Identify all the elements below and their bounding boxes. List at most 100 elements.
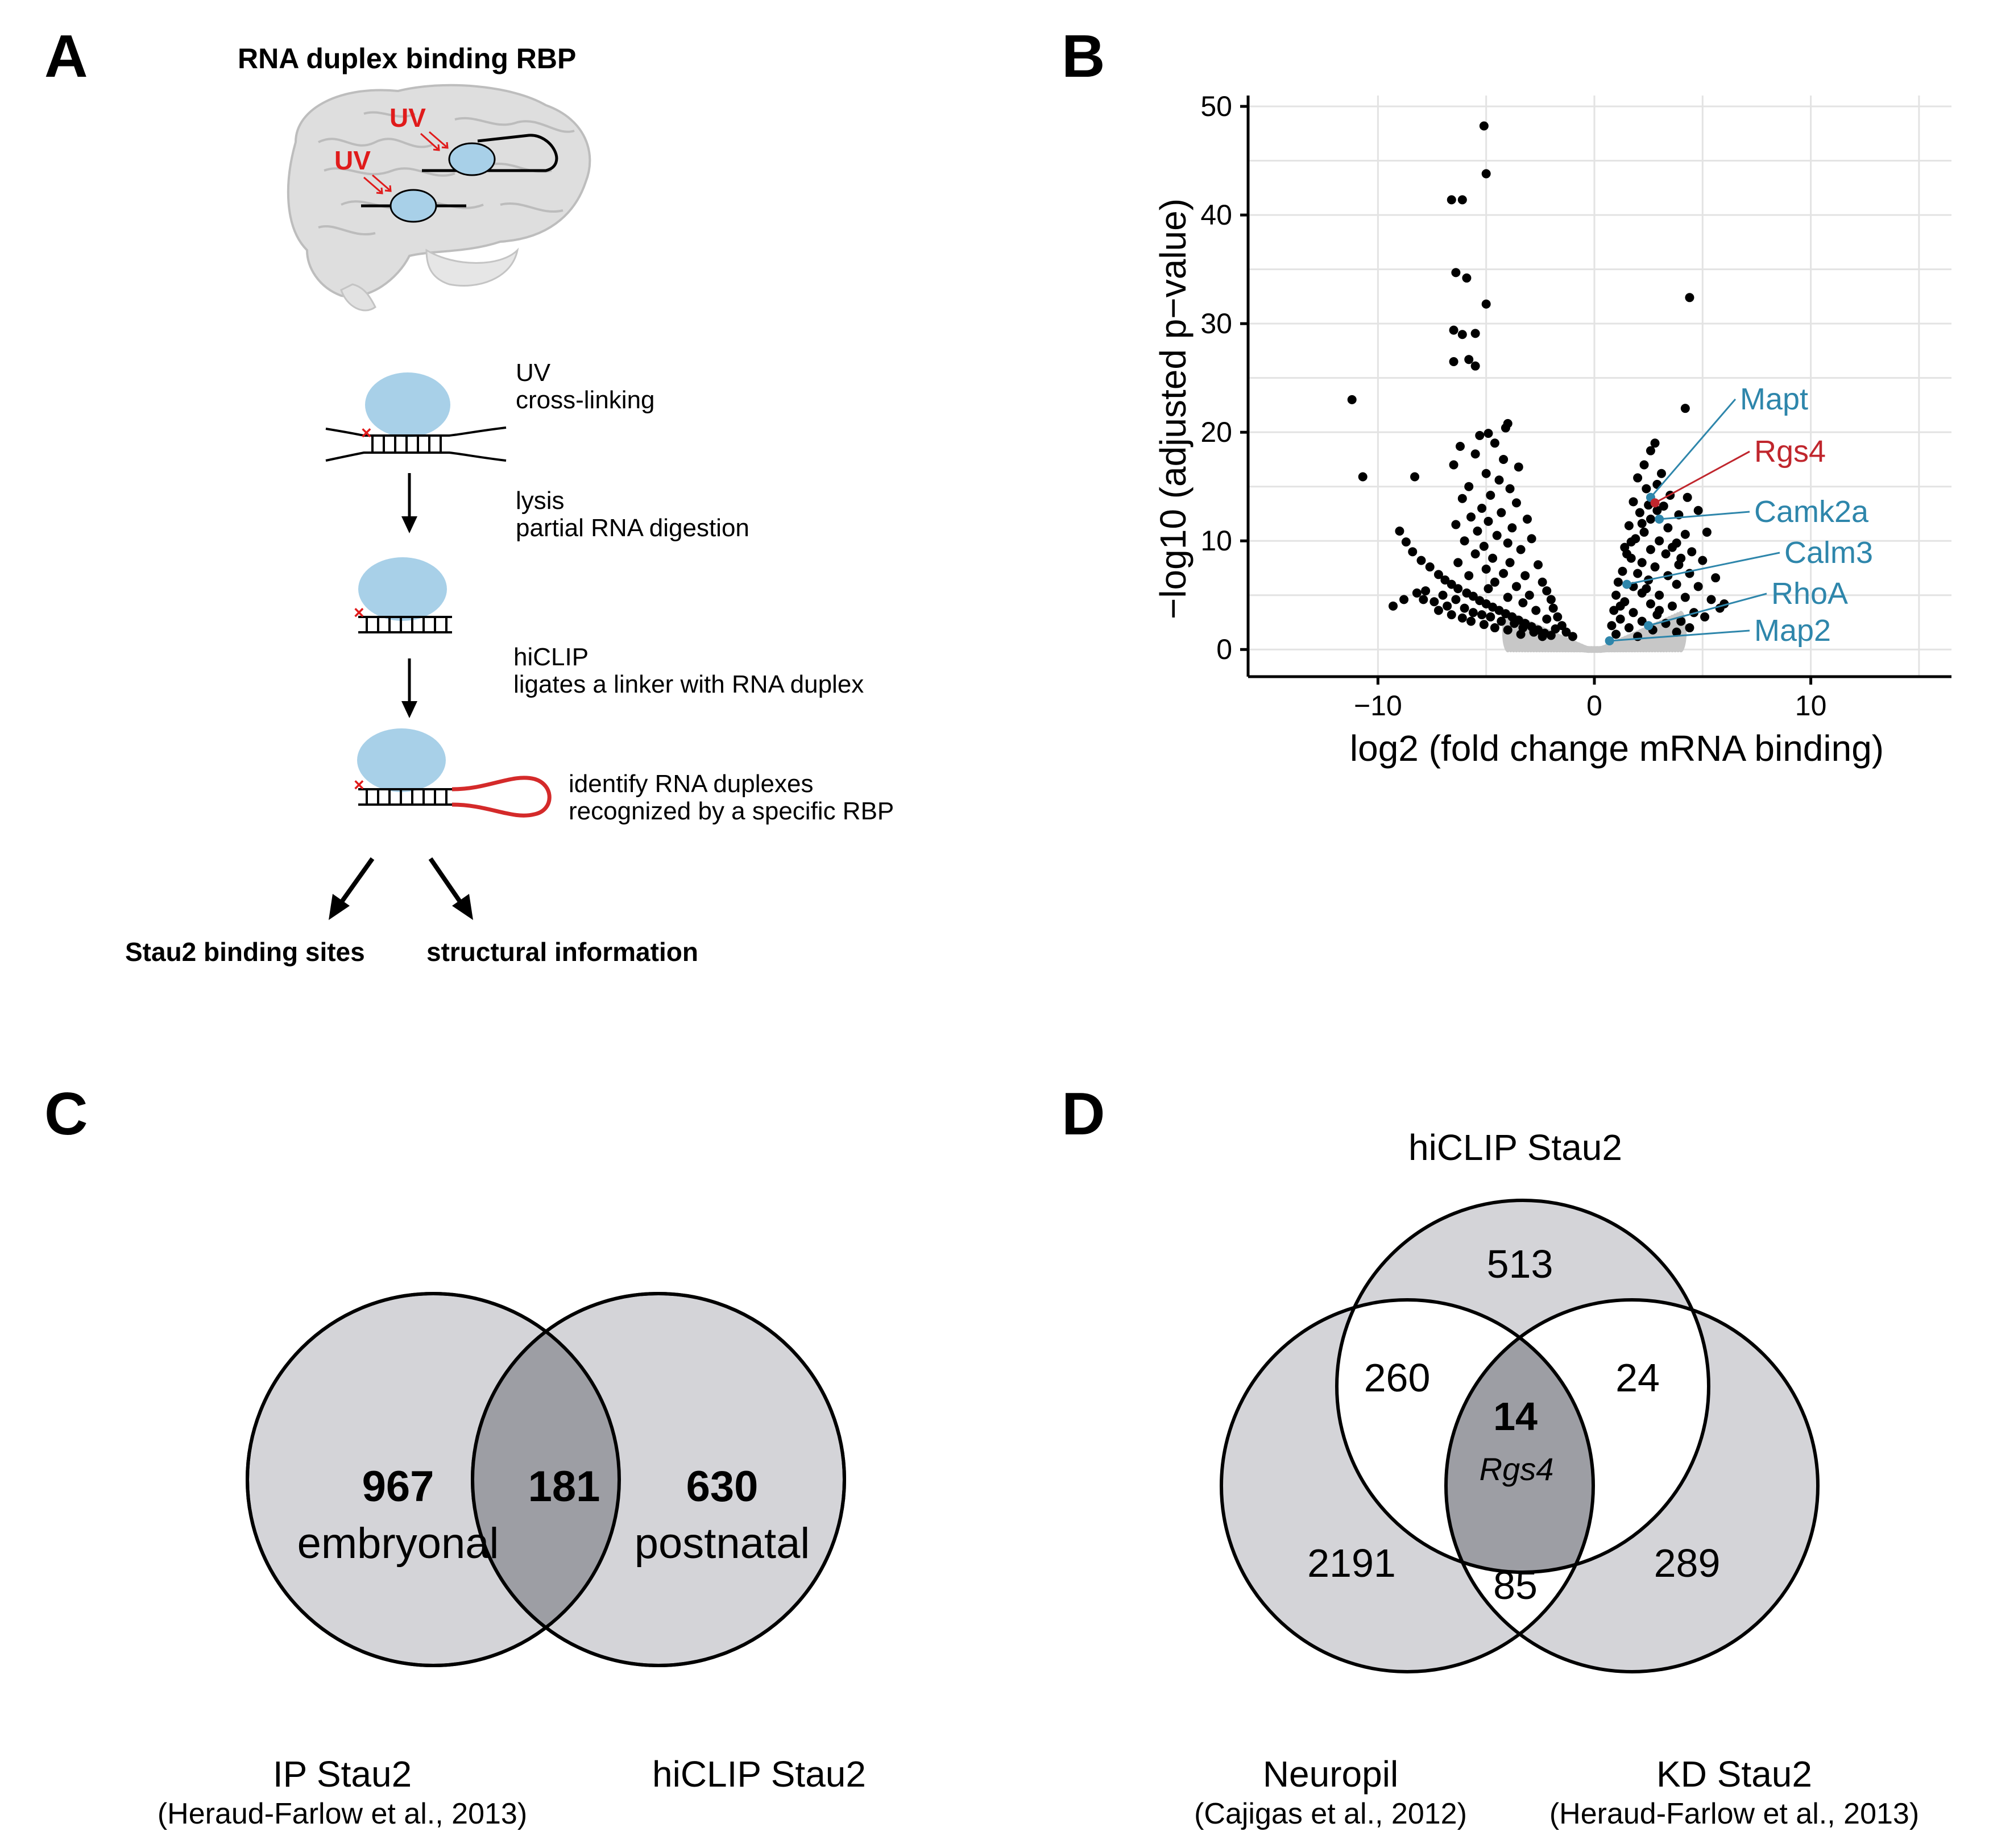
data-point bbox=[1484, 429, 1493, 438]
y-tick-label: 40 bbox=[1200, 199, 1232, 231]
data-point bbox=[1481, 469, 1491, 478]
data-point bbox=[1680, 592, 1690, 602]
venn-d-center-gene: Rgs4 bbox=[1480, 1451, 1554, 1487]
data-point bbox=[1676, 616, 1686, 626]
data-point bbox=[1611, 629, 1621, 639]
data-point bbox=[1538, 632, 1547, 641]
data-point bbox=[1462, 273, 1472, 283]
data-point bbox=[1481, 564, 1491, 574]
data-point bbox=[1347, 395, 1357, 404]
gene-label: Rgs4 bbox=[1754, 434, 1826, 469]
step1-label-line1: UV bbox=[516, 359, 551, 387]
data-point bbox=[1456, 442, 1465, 451]
data-point bbox=[1652, 479, 1662, 489]
panel-a: A RNA duplex binding RBP UV UV bbox=[44, 23, 894, 967]
data-point bbox=[1546, 631, 1556, 640]
data-point bbox=[1447, 610, 1456, 620]
venn-d-top-set-name: hiCLIP Stau2 bbox=[1408, 1127, 1622, 1168]
data-point bbox=[1421, 586, 1431, 596]
data-point bbox=[1529, 627, 1539, 637]
venn-d-right-set-ref: (Heraud-Farlow et al., 2013) bbox=[1549, 1797, 1919, 1830]
venn-d-top-left: 260 bbox=[1364, 1356, 1431, 1400]
step4-label-line1: identify RNA duplexes bbox=[569, 770, 813, 798]
step2-label-line2: partial RNA digestion bbox=[516, 514, 749, 542]
data-point bbox=[1680, 404, 1690, 413]
venn-d-top-right: 24 bbox=[1615, 1356, 1660, 1400]
volcano-points bbox=[1347, 121, 1729, 641]
step1-label-line2: cross-linking bbox=[516, 386, 655, 414]
gene-point bbox=[1605, 636, 1614, 645]
data-point bbox=[1700, 612, 1710, 621]
y-tick-label: 10 bbox=[1200, 525, 1232, 557]
data-point bbox=[1412, 588, 1422, 598]
brain-rbp-lower bbox=[389, 189, 437, 223]
data-point bbox=[1416, 556, 1426, 565]
data-point bbox=[1534, 560, 1543, 570]
data-point bbox=[1503, 592, 1513, 602]
data-point bbox=[1451, 595, 1461, 604]
step3-label-line1: hiCLIP bbox=[513, 643, 589, 671]
data-point bbox=[1553, 612, 1563, 621]
y-tick-label: 50 bbox=[1200, 90, 1232, 122]
gene-label: Camk2a bbox=[1754, 495, 1869, 529]
data-point bbox=[1652, 505, 1662, 515]
arrow-1 bbox=[401, 473, 417, 533]
panel-d-letter: D bbox=[1062, 1080, 1105, 1147]
data-point bbox=[1615, 601, 1625, 611]
gene-leader-line bbox=[1609, 629, 1750, 642]
data-point bbox=[1464, 571, 1474, 581]
data-point bbox=[1410, 472, 1420, 482]
venn-d-right-set-name: KD Stau2 bbox=[1656, 1754, 1812, 1795]
data-point bbox=[1642, 484, 1651, 494]
volcano-grid bbox=[1248, 96, 1951, 677]
data-point bbox=[1481, 299, 1491, 309]
y-axis-label: −log10 (adjusted p−value) bbox=[1153, 198, 1194, 619]
data-point bbox=[1479, 620, 1489, 629]
y-tick-label: 0 bbox=[1216, 633, 1232, 665]
step4-label-line2: recognized by a specific RBP bbox=[569, 797, 894, 825]
venn-d-center-overlap bbox=[1446, 1300, 1593, 1572]
data-point bbox=[1470, 549, 1480, 559]
data-point bbox=[1389, 601, 1398, 611]
data-point bbox=[1466, 512, 1476, 522]
output-arrows bbox=[329, 857, 473, 920]
y-tick-label: 20 bbox=[1200, 416, 1232, 448]
data-point bbox=[1522, 515, 1532, 524]
data-point bbox=[1488, 553, 1498, 563]
gene-point bbox=[1644, 621, 1654, 631]
step2-diagram: × bbox=[354, 557, 452, 633]
data-point bbox=[1568, 632, 1577, 641]
gene-leader-line bbox=[1654, 450, 1750, 504]
data-point bbox=[1466, 616, 1476, 626]
data-point bbox=[1492, 531, 1502, 540]
data-point bbox=[1449, 460, 1458, 470]
uv-label-upper: UV bbox=[389, 103, 426, 132]
step1-rbp bbox=[365, 372, 450, 437]
step3-linker-loop bbox=[451, 776, 552, 818]
data-point bbox=[1473, 527, 1482, 536]
step3-rbp bbox=[357, 728, 446, 792]
data-point bbox=[1542, 614, 1552, 624]
data-point bbox=[1656, 469, 1666, 478]
arrow-2 bbox=[401, 658, 417, 718]
data-point bbox=[1408, 547, 1418, 557]
data-point bbox=[1511, 498, 1521, 508]
panel-d: D hiCLIP Stau2 513 260 24 14 Rgs4 2191 8… bbox=[1062, 1080, 1919, 1830]
data-point bbox=[1635, 508, 1644, 517]
data-point bbox=[1494, 475, 1504, 485]
data-point bbox=[1447, 195, 1456, 205]
venn-c-overlap-count: 181 bbox=[528, 1462, 600, 1511]
venn-c-left-count: 967 bbox=[362, 1462, 434, 1511]
data-point bbox=[1470, 361, 1480, 371]
step2-rbp bbox=[358, 557, 447, 621]
uv-label-lower: UV bbox=[334, 146, 371, 175]
data-point bbox=[1659, 502, 1668, 511]
venn-c-right-label: postnatal bbox=[635, 1519, 810, 1568]
step1-crosslink-mark: × bbox=[361, 422, 372, 443]
venn-c-overlap bbox=[473, 1294, 619, 1665]
data-point bbox=[1453, 558, 1463, 567]
panel-c-letter: C bbox=[44, 1080, 88, 1147]
